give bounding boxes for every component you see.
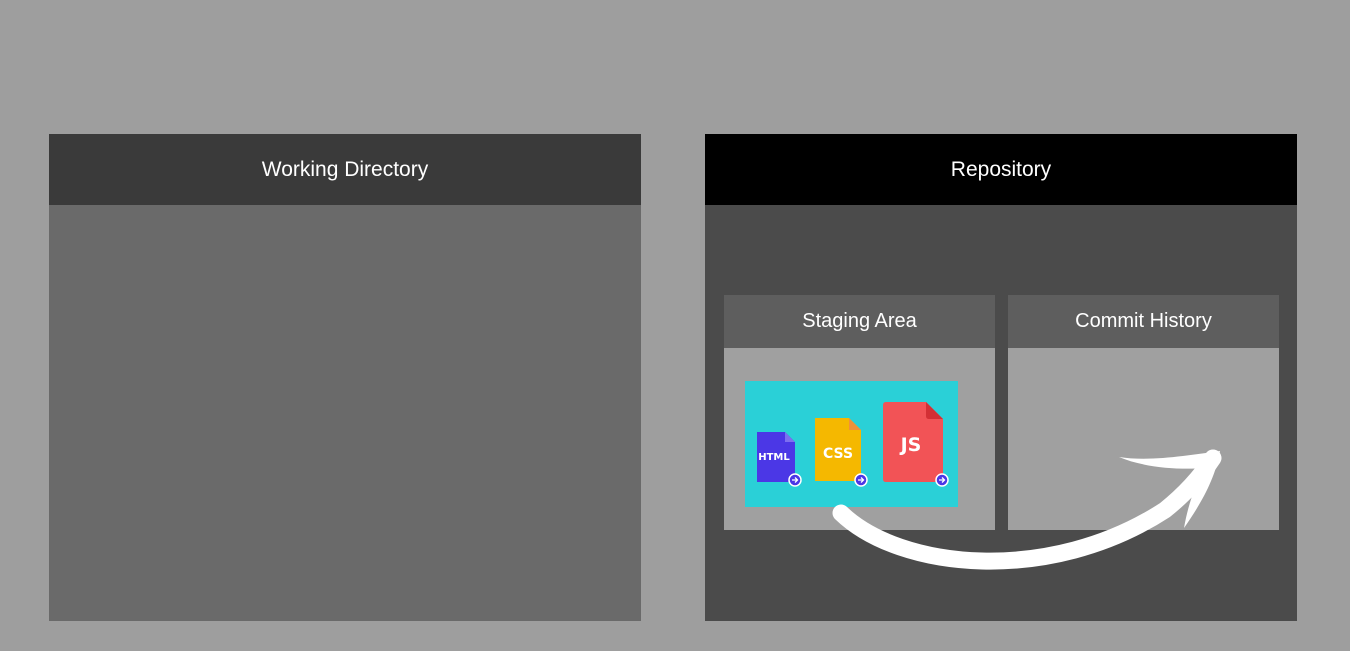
working-directory-title: Working Directory (261, 157, 429, 181)
staging-area-title: Staging Area (802, 310, 917, 332)
repository-header: Repository (705, 134, 1297, 205)
commit-history-title: Commit History (1075, 310, 1212, 332)
css-file-label: CSS (822, 446, 854, 462)
repository-title: Repository (950, 157, 1052, 181)
js-file-label: JS (900, 434, 922, 456)
html-file-label: HTML (758, 452, 790, 463)
working-directory-header: Working Directory (49, 134, 641, 205)
html-file-icon (757, 432, 802, 487)
commit-history-header: Commit History (1008, 295, 1279, 348)
commit-history-panel: Commit History (1008, 295, 1279, 530)
staging-area-panel: Staging Area HTML CSS (724, 295, 995, 530)
staging-area-header: Staging Area (724, 295, 995, 348)
working-directory-panel: Working Directory (49, 134, 641, 621)
staged-files-group: HTML CSS JS (745, 381, 958, 507)
repository-panel: Repository Staging Area HTML CSS (705, 134, 1297, 621)
